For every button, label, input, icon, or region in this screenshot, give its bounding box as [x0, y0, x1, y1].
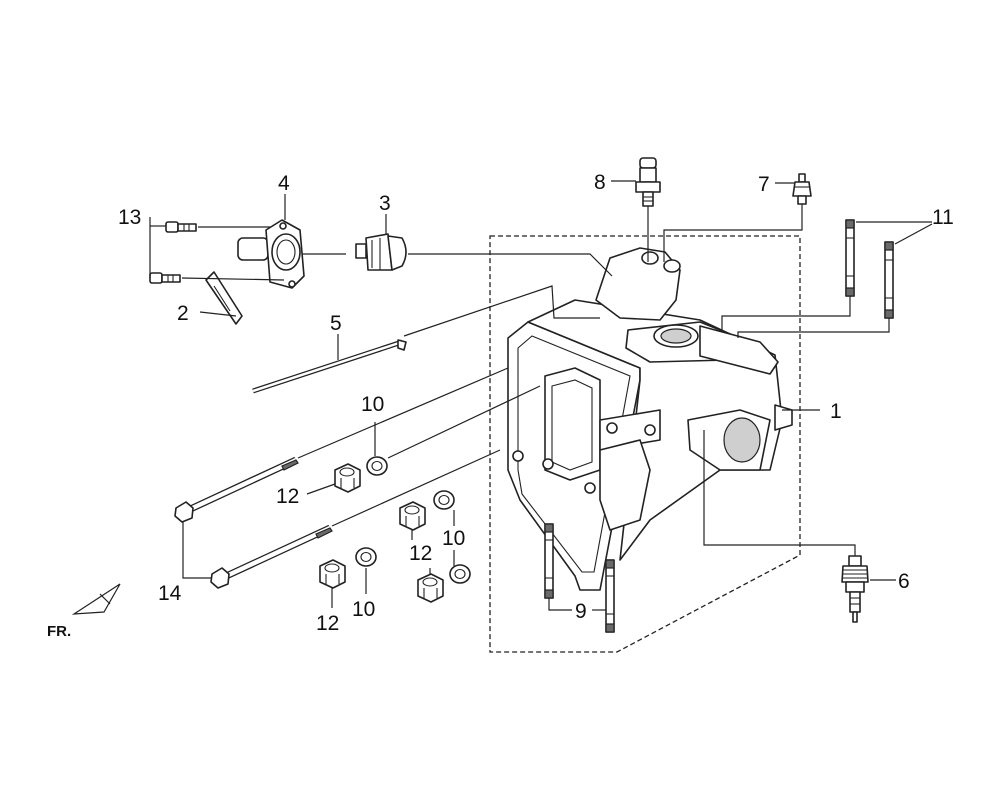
callout-12c: 12 [316, 612, 339, 635]
temperature-sensor [792, 173, 812, 205]
cylinder-head [507, 247, 793, 591]
washers [355, 456, 471, 584]
bracket [205, 271, 243, 325]
studs-11 [845, 219, 894, 319]
callout-13: 13 [118, 206, 141, 229]
callout-9: 9 [575, 600, 587, 623]
assembly-boundary [489, 235, 801, 653]
thermostat-cover [237, 219, 305, 289]
callout-11: 11 [932, 206, 954, 229]
front-direction-arrow [71, 583, 121, 615]
thermostat [355, 233, 407, 271]
callout-5: 5 [330, 312, 342, 335]
callout-6: 6 [898, 570, 910, 593]
front-label: FR. [47, 623, 71, 640]
callout-10c: 10 [442, 527, 465, 550]
nuts [319, 463, 444, 603]
callout-12b: 12 [409, 542, 432, 565]
head-bolts [174, 456, 333, 589]
callout-12a: 12 [276, 485, 299, 508]
callout-4: 4 [278, 172, 290, 195]
pin [252, 339, 407, 394]
callout-8: 8 [594, 171, 606, 194]
spark-plug [841, 555, 869, 623]
oil-sender [635, 157, 661, 207]
cover-bolts [149, 221, 197, 284]
callout-10a: 10 [361, 393, 384, 416]
callout-14: 14 [158, 582, 182, 605]
callout-1: 1 [830, 400, 842, 423]
callout-2: 2 [177, 302, 189, 325]
callout-3: 3 [379, 192, 391, 215]
callout-7: 7 [758, 173, 770, 196]
callout-10b: 10 [352, 598, 375, 621]
